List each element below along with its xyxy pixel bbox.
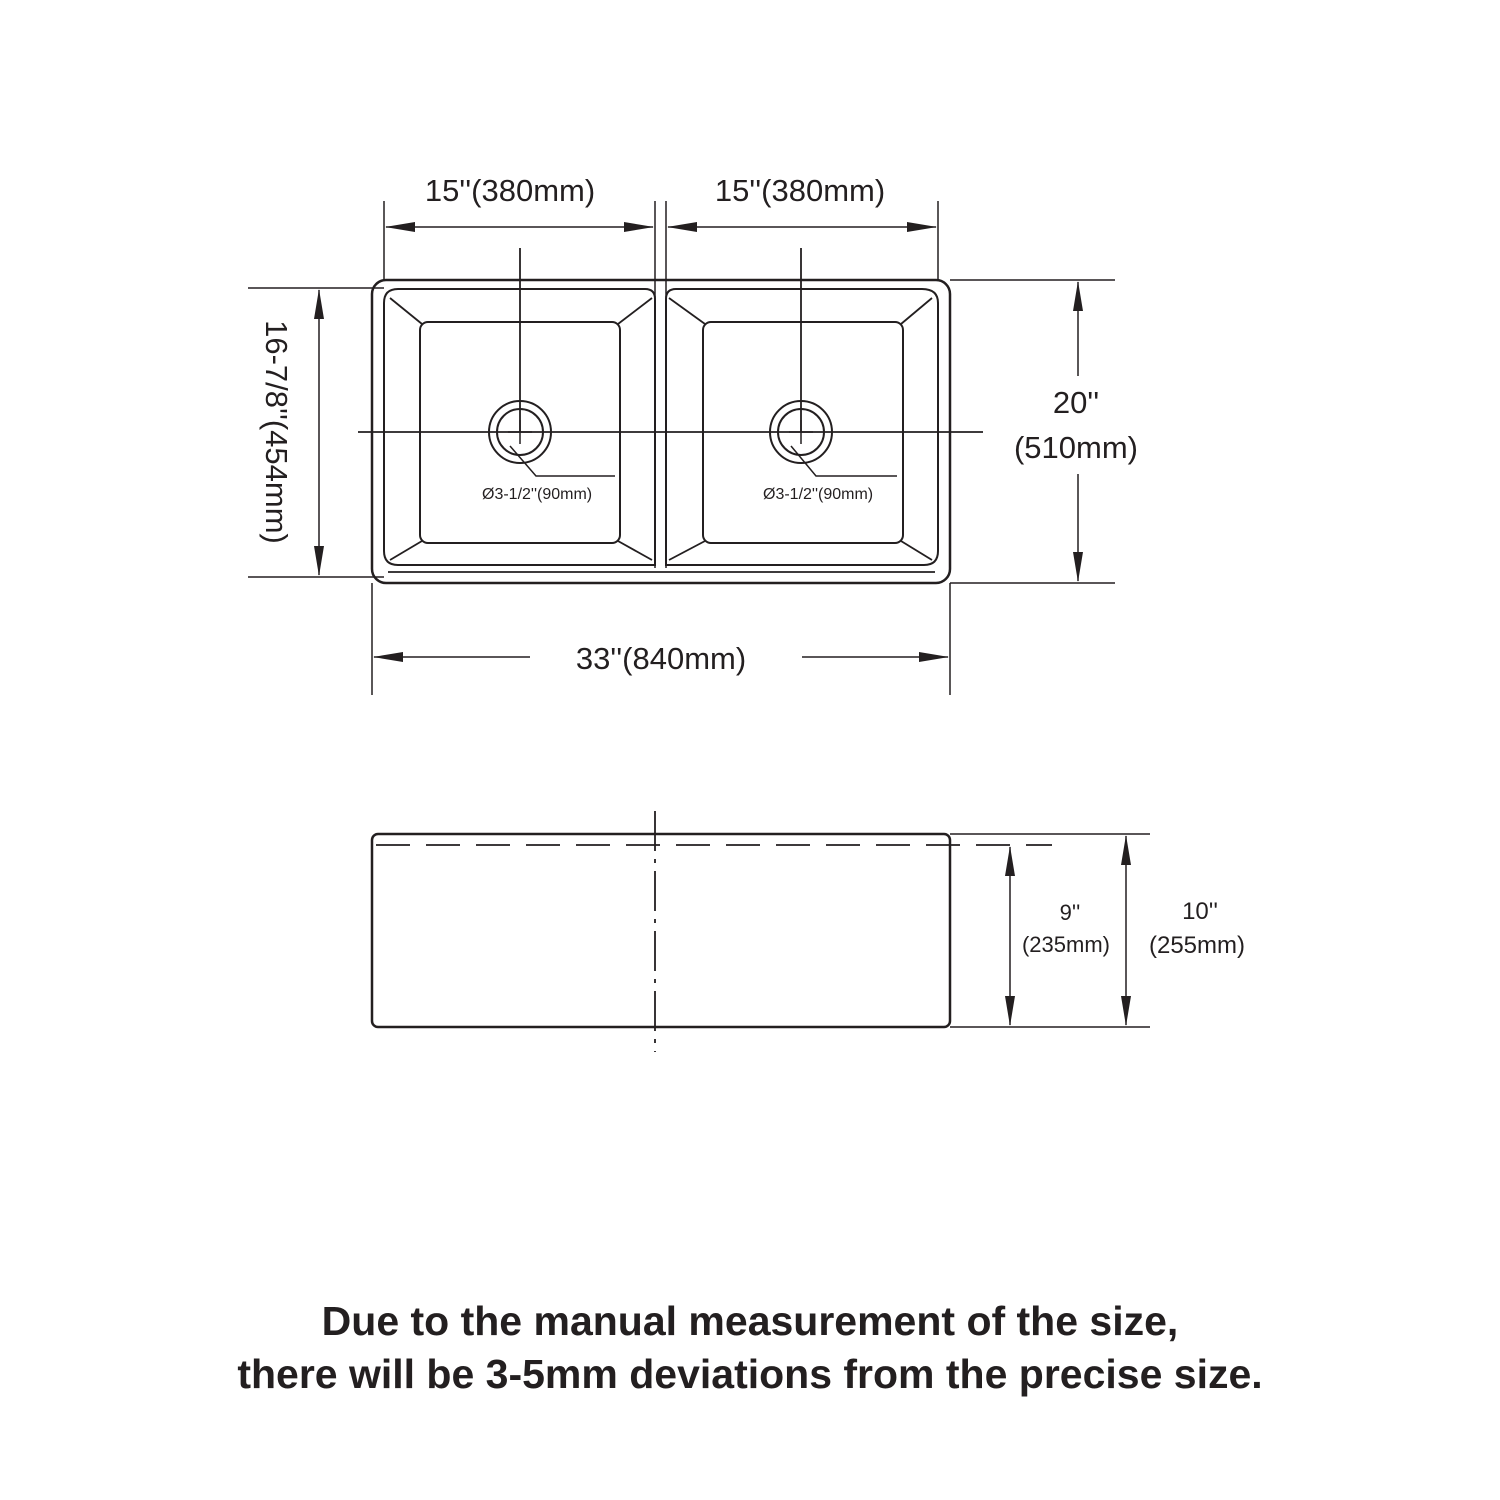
overall-depth-in-label: 20'' (1053, 385, 1099, 420)
left-drain-diameter-label: Ø3-1/2''(90mm) (482, 486, 592, 503)
top-view: Ø3-1/2''(90mm) Ø3-1/2''(90mm) 15''(380mm… (248, 173, 1138, 695)
right-drain-diameter-label: Ø3-1/2''(90mm) (763, 486, 873, 503)
front-view: 9'' (235mm) 10'' (255mm) (370, 811, 1245, 1052)
total-height-mm-label: (255mm) (1149, 932, 1245, 959)
bowl-depth-in-label: 9'' (1060, 900, 1081, 925)
sink-front-apron (370, 832, 952, 1029)
bowl-depth-mm-label: (235mm) (1022, 932, 1110, 957)
right-drain-icon (769, 400, 833, 464)
overall-length-label: 33''(840mm) (576, 641, 746, 676)
left-drain-icon (488, 400, 552, 464)
measurement-note-line-2: there will be 3-5mm deviations from the … (237, 1351, 1263, 1397)
right-bowl-width-label: 15''(380mm) (715, 173, 885, 208)
total-height-in-label: 10'' (1182, 898, 1218, 925)
right-drain-leader (790, 445, 897, 477)
overall-depth-mm-label: (510mm) (1014, 430, 1138, 465)
left-bowl-width-label: 15''(380mm) (425, 173, 595, 208)
inner-depth-label: 16-7/8''(454mm) (259, 320, 294, 544)
measurement-note-line-1: Due to the manual measurement of the siz… (321, 1298, 1179, 1344)
right-bowl (665, 288, 939, 566)
left-drain-leader (509, 445, 615, 477)
